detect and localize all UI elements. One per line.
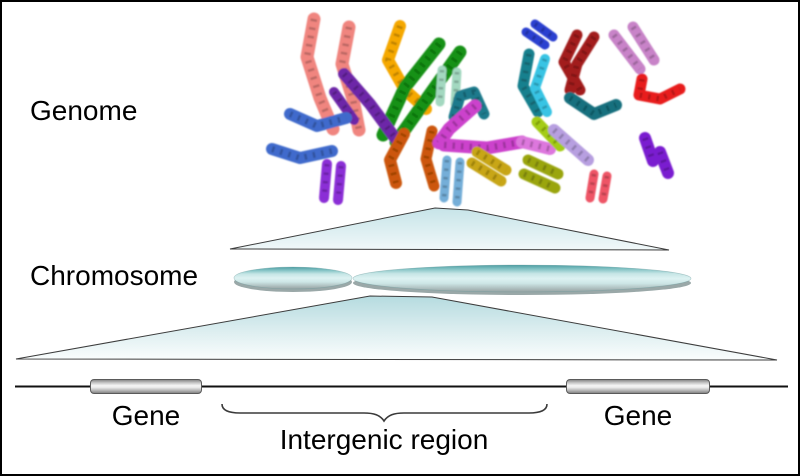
chromosome-label: Chromosome: [30, 260, 199, 291]
funnel-genome-to-chromosome: [229, 207, 670, 251]
chromosome-strokes: [266, 12, 686, 207]
funnel-chromosome-to-sequence: [15, 295, 778, 361]
intergenic-brace: [221, 403, 548, 423]
chromosome-illustration: [233, 264, 692, 295]
gene-label-left: Gene: [111, 400, 181, 431]
gene-box-left: [90, 379, 202, 394]
karyotype-image: [266, 12, 686, 207]
intergenic-region-label: Intergenic region: [279, 424, 489, 455]
chromosome-short-arm: [233, 266, 353, 290]
genome-label: Genome: [30, 95, 138, 126]
chromosome-long-arm: [352, 264, 692, 293]
gene-label-right: Gene: [603, 400, 673, 431]
gene-box-right: [566, 379, 710, 394]
